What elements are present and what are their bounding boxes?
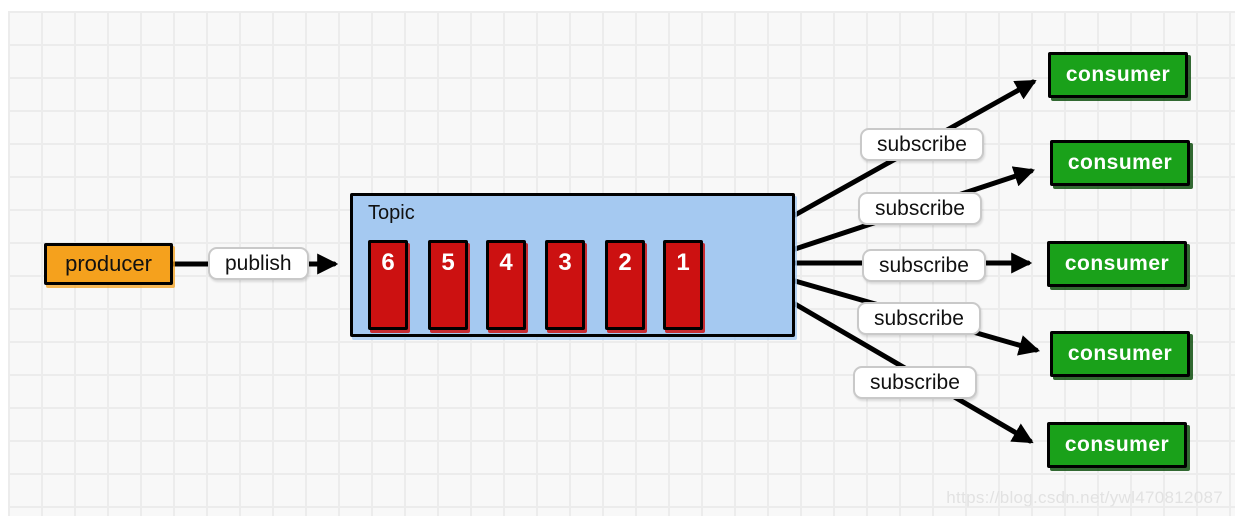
subscribe-label-2-text: subscribe	[875, 196, 965, 220]
publish-label-text: publish	[225, 251, 292, 275]
subscribe-label-4: subscribe	[857, 302, 981, 335]
message-box-6: 6	[368, 240, 408, 330]
subscribe-label-5: subscribe	[853, 366, 977, 399]
consumer-label-4: consumer	[1067, 342, 1173, 365]
consumer-label-2: consumer	[1067, 151, 1173, 174]
subscribe-label-3-text: subscribe	[879, 253, 969, 277]
consumer-label-1: consumer	[1065, 63, 1171, 86]
subscribe-label-5-text: subscribe	[870, 370, 960, 394]
subscribe-label-4-text: subscribe	[874, 306, 964, 330]
consumer-node-2: consumer	[1050, 140, 1190, 186]
subscribe-label-1: subscribe	[860, 128, 984, 161]
subscribe-label-2: subscribe	[858, 192, 982, 225]
subscribe-label-1-text: subscribe	[877, 132, 967, 156]
publish-label: publish	[208, 247, 309, 280]
subscribe-label-3: subscribe	[862, 249, 986, 282]
consumer-label-3: consumer	[1064, 252, 1170, 275]
message-box-5: 5	[428, 240, 468, 330]
message-box-4: 4	[486, 240, 526, 330]
topic-node: Topic 6 5 4 3 2 1	[350, 193, 795, 337]
consumer-node-5: consumer	[1047, 422, 1187, 468]
producer-label: producer	[65, 251, 152, 276]
consumer-node-4: consumer	[1050, 331, 1190, 377]
consumer-node-3: consumer	[1047, 241, 1187, 287]
producer-node: producer	[44, 243, 173, 285]
message-box-1: 1	[663, 240, 703, 330]
consumer-label-5: consumer	[1064, 433, 1170, 456]
message-box-2: 2	[605, 240, 645, 330]
topic-title: Topic	[368, 202, 415, 224]
consumer-node-1: consumer	[1048, 52, 1188, 98]
message-box-3: 3	[545, 240, 585, 330]
csdn-watermark: https://blog.csdn.net/ywl470812087	[946, 488, 1223, 507]
